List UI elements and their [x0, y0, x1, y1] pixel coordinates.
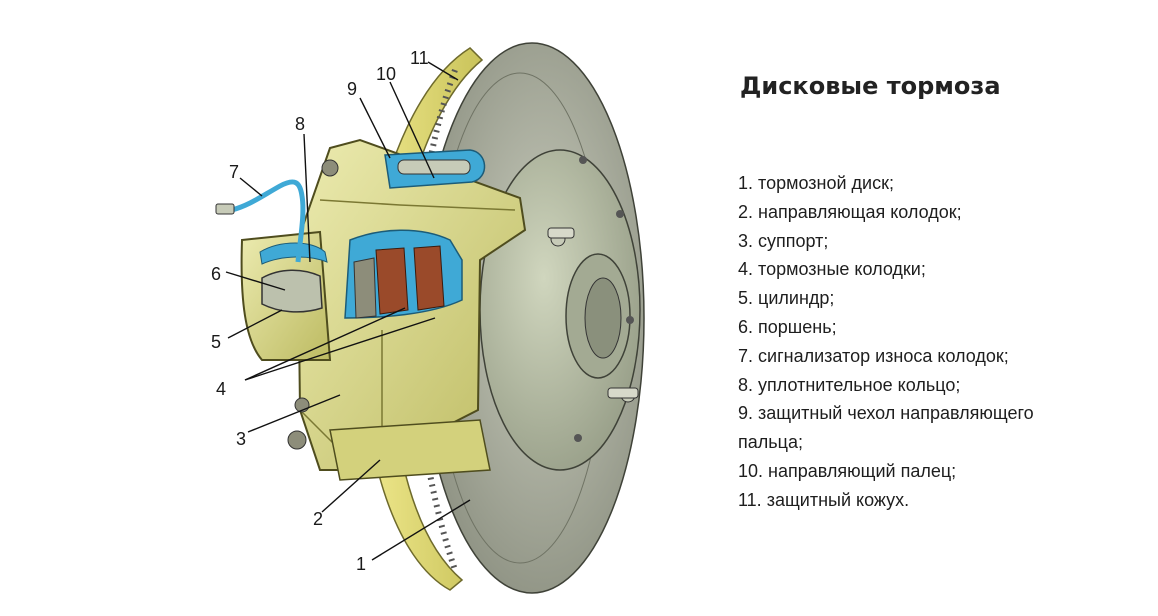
legend-item: 9. защитный чехол направляющего — [738, 403, 1034, 424]
legend-item: 2. направляющая колодок; — [738, 201, 962, 222]
seal-ring — [259, 242, 328, 265]
leader-lines — [225, 61, 471, 561]
legend-item: 8. уплотнительное кольцо; — [738, 374, 961, 395]
callout-4: 4 — [216, 379, 226, 399]
legend-item: 4. тормозные колодки; — [738, 259, 926, 280]
legend-item: 3. суппорт; — [738, 230, 829, 251]
brake-pads — [344, 229, 463, 319]
callout-11: 11 — [410, 48, 429, 68]
legend-item: 10. направляющий палец; — [738, 460, 957, 481]
brake-cylinder — [240, 230, 332, 361]
wear-indicator — [215, 179, 306, 263]
callout-9: 9 — [347, 79, 357, 99]
legend-item: 5. цилиндр; — [738, 288, 835, 309]
callout-1: 1 — [356, 554, 366, 574]
callout-7: 7 — [229, 162, 239, 182]
caliper — [287, 138, 527, 481]
callout-6: 6 — [211, 264, 221, 284]
callout-3: 3 — [236, 429, 246, 449]
legend-panel: Дисковые тормоза 1. тормозной диск; 2. н… — [738, 72, 1148, 515]
callout-2: 2 — [313, 509, 323, 529]
guide-pin — [384, 149, 486, 189]
legend-list: 1. тормозной диск; 2. направляющая колод… — [738, 169, 1148, 515]
callout-5: 5 — [211, 332, 221, 352]
diagram-title: Дисковые тормоза — [740, 72, 1001, 100]
legend-item: 6. поршень; — [738, 316, 837, 337]
legend-item-continuation: пальца; — [738, 432, 803, 453]
legend-item: 11. защитный кожух. — [738, 489, 910, 510]
callout-8: 8 — [295, 114, 305, 134]
legend-item: 7. сигнализатор износа колодок; — [738, 345, 1009, 366]
legend-item: 1. тормозной диск; — [738, 173, 894, 193]
callout-10: 10 — [376, 64, 396, 84]
